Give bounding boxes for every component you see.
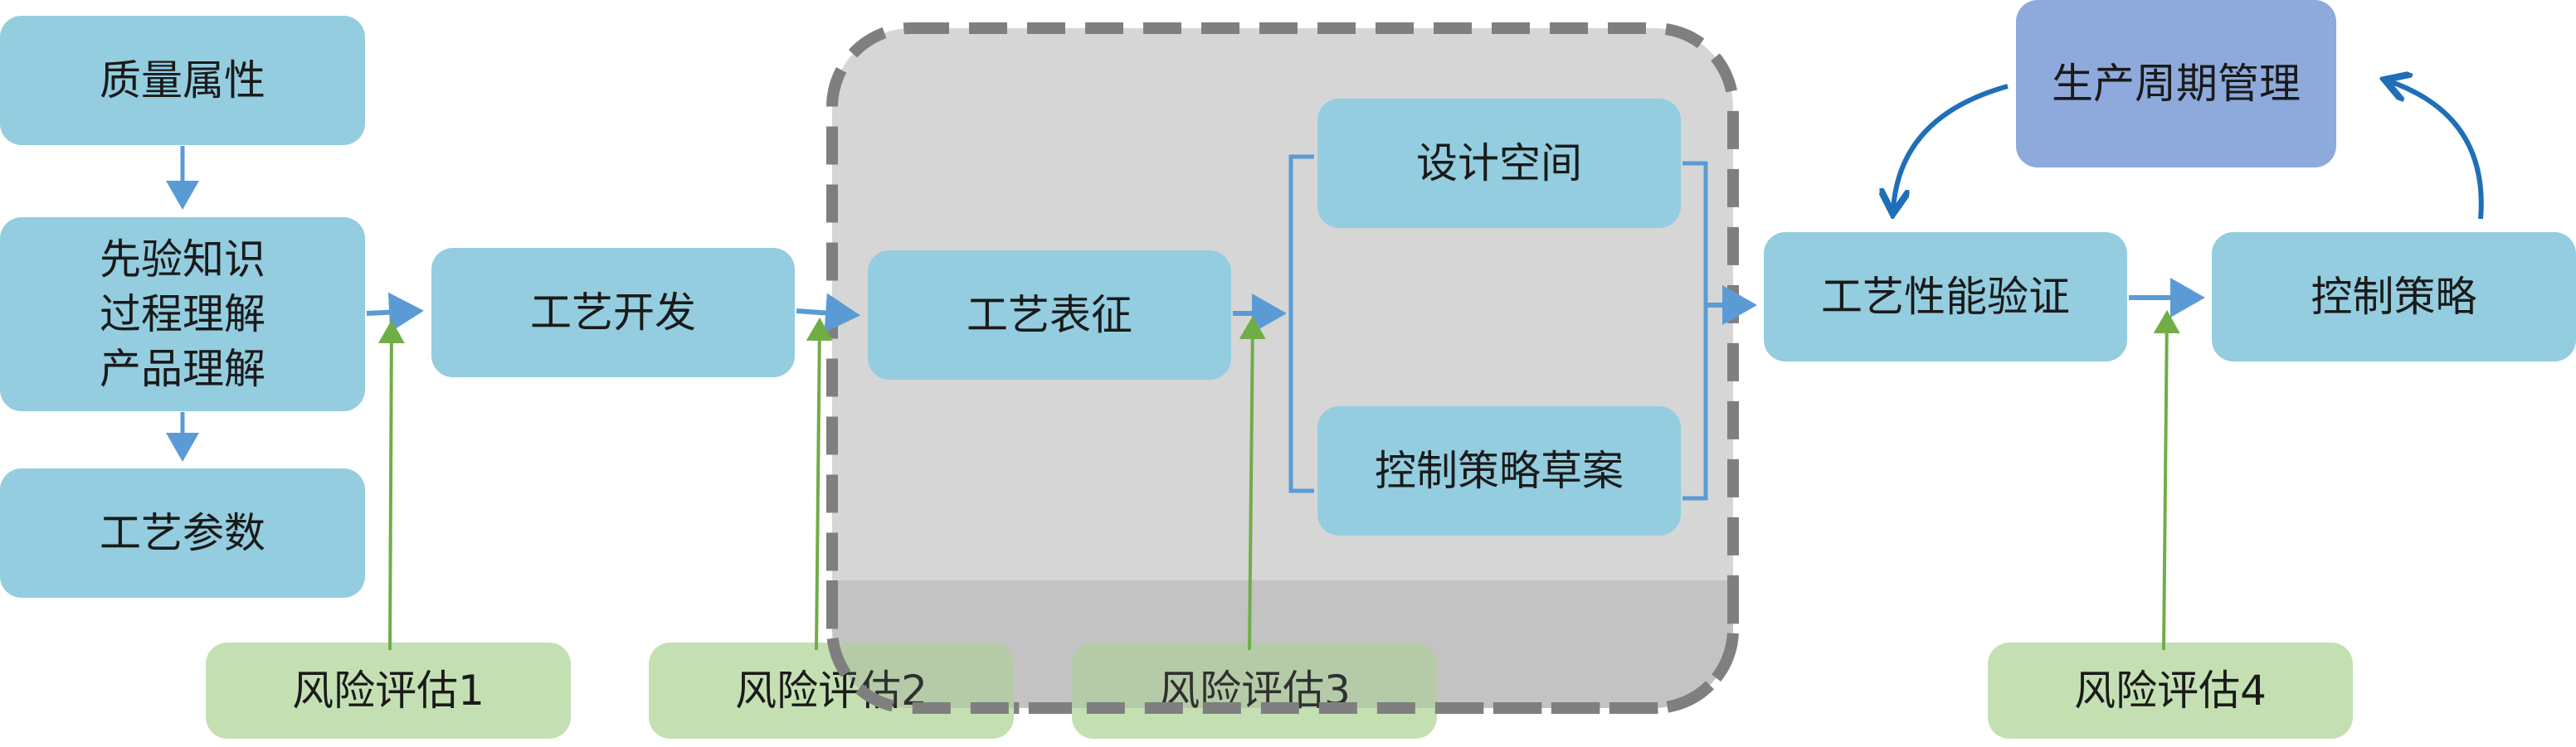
risk-assessment-1: 风险评估1 xyxy=(206,643,571,739)
control-strategy-draft-node: 控制策略草案 xyxy=(1317,406,1681,536)
prior-knowledge-node: 先验知识 过程理解 产品理解 xyxy=(0,217,365,411)
arrow-risk2 xyxy=(806,318,833,651)
process-development-node: 工艺开发 xyxy=(431,248,795,377)
risk-assessment-2: 风险评估2 xyxy=(649,643,1014,739)
arrow-lifecycle-to-verification xyxy=(1893,84,2009,209)
lifecycle-management-node: 生产周期管理 xyxy=(2016,0,2336,167)
arrow-risk1 xyxy=(377,320,405,651)
process-characterization-node: 工艺表征 xyxy=(868,250,1231,380)
risk-assessment-4: 风险评估4 xyxy=(1988,643,2353,739)
group-border-bottom xyxy=(826,580,1739,714)
left-bracket xyxy=(1288,154,1314,493)
risk-assessment-3: 风险评估3 xyxy=(1072,643,1437,739)
arrow-control-to-lifecycle xyxy=(2389,81,2484,220)
arrow-risk3 xyxy=(1239,316,1266,651)
process-understanding-line: 过程理解 xyxy=(100,290,265,338)
arrow-prior-to-development xyxy=(366,292,424,332)
quality-attributes-node: 质量属性 xyxy=(0,16,365,145)
product-understanding-line: 产品理解 xyxy=(100,345,265,393)
arrow-development-to-characterization xyxy=(796,293,860,333)
process-performance-verification-node: 工艺性能验证 xyxy=(1764,232,2127,361)
design-space-node: 设计空间 xyxy=(1317,99,1681,228)
process-parameters-node: 工艺参数 xyxy=(0,468,365,598)
control-strategy-node: 控制策略 xyxy=(2212,232,2576,361)
arrow-risk4 xyxy=(2153,310,2180,651)
group-overlay-bottom xyxy=(832,580,1733,708)
prior-knowledge-line: 先验知识 xyxy=(100,235,265,284)
right-bracket xyxy=(1682,161,1708,501)
